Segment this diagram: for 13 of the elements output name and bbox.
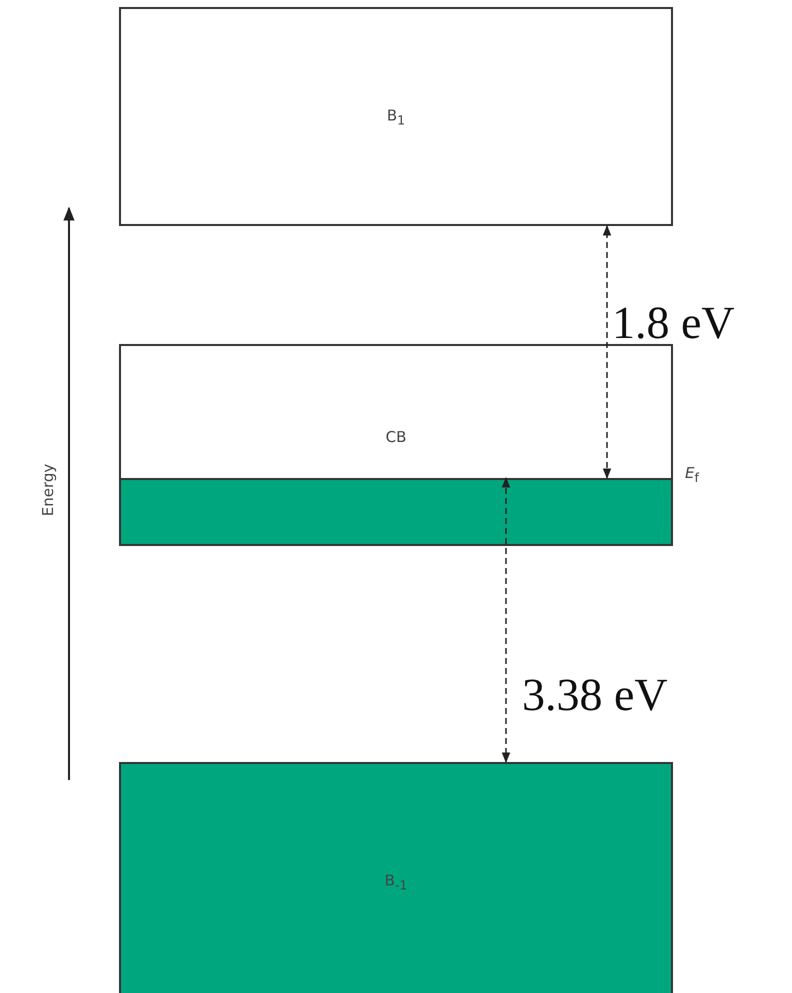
edge-label: 1.8 eV xyxy=(612,300,735,346)
energy-band-box xyxy=(119,762,673,993)
axis-label: Energy xyxy=(39,464,57,516)
band-label: CB xyxy=(384,428,408,446)
fermi-level-label: E$_{f}$ xyxy=(685,464,699,485)
energy-gap-arrow xyxy=(502,476,510,764)
filled-states-bar xyxy=(121,478,671,544)
energy-gap-arrow xyxy=(602,224,612,480)
energy-band-box xyxy=(119,7,673,226)
band-label: B$_{1}$ xyxy=(386,106,406,127)
energy-band-box xyxy=(119,344,673,546)
band-label: B$_{-1}$ xyxy=(384,872,408,892)
edge-label: 3.38 eV xyxy=(522,672,668,718)
